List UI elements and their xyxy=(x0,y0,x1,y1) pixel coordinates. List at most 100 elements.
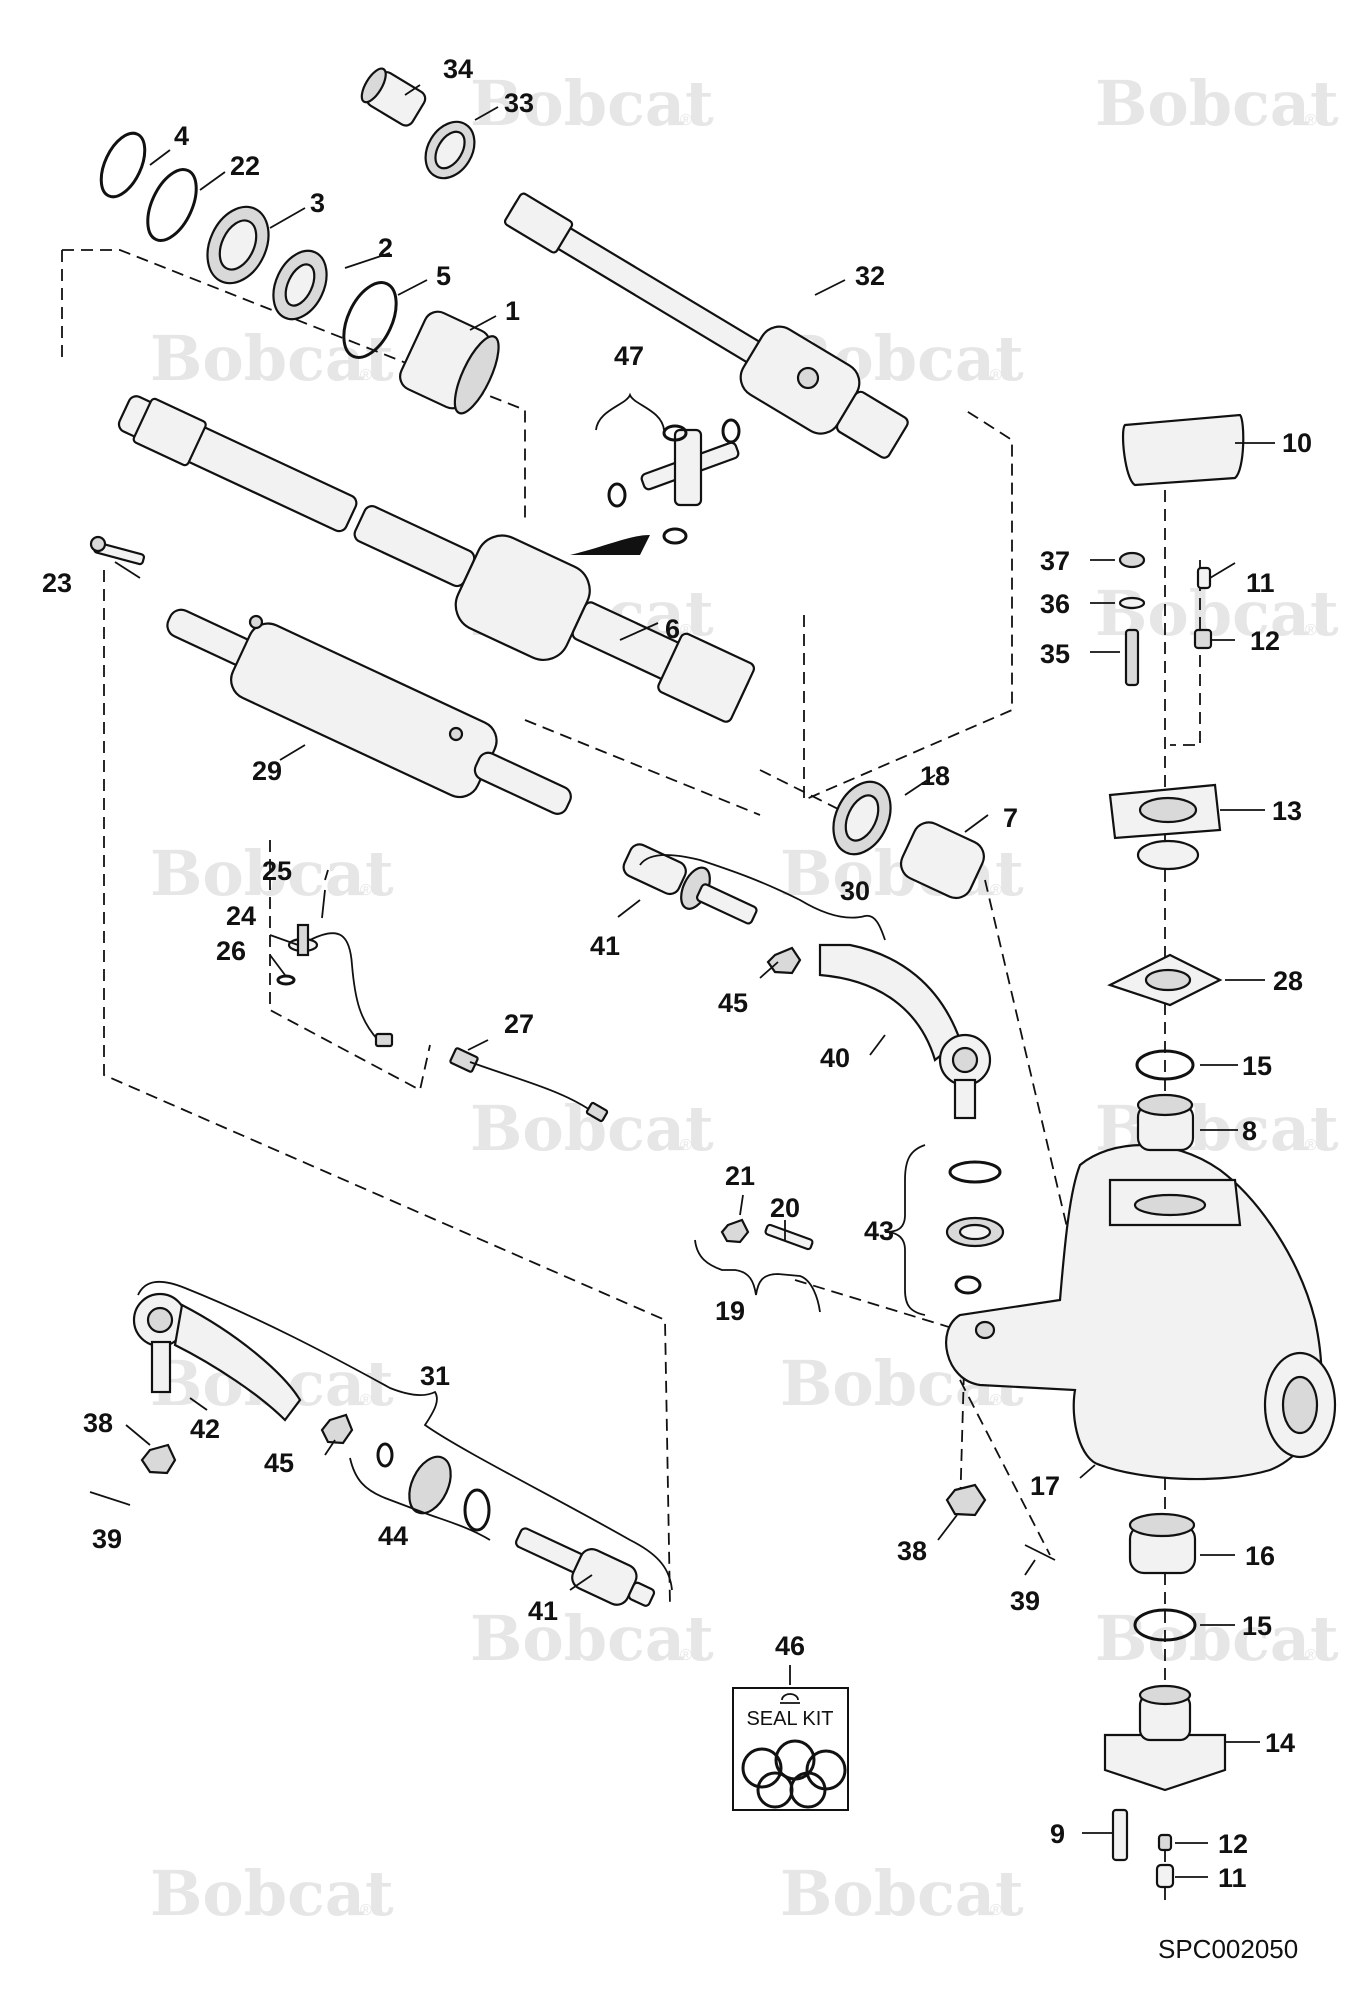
callout-41: 41 xyxy=(590,931,620,961)
callout-33: 33 xyxy=(504,88,534,118)
upper-axle-shaft xyxy=(360,67,909,459)
watermarks: Bobcat® Bobcat® Bobcat® Bobcat® Bobcat® … xyxy=(150,67,1339,1930)
kingpin-stack xyxy=(945,413,1245,1889)
callout-40: 40 xyxy=(820,1043,850,1073)
callout-15: 15 xyxy=(1242,1611,1272,1641)
callout-47: 47 xyxy=(614,341,644,371)
svg-text:®: ® xyxy=(360,367,372,384)
callout-2: 2 xyxy=(378,233,393,263)
callout-35: 35 xyxy=(1040,639,1070,669)
seal-kit-card: SEAL KIT xyxy=(732,1687,849,1811)
callout-9: 9 xyxy=(1050,1819,1065,1849)
callout-29: 29 xyxy=(252,756,282,786)
callout-30: 30 xyxy=(840,876,870,906)
callout-25: 25 xyxy=(262,856,292,886)
svg-text:®: ® xyxy=(1305,1647,1317,1664)
assembly-lines xyxy=(61,249,1201,1900)
callout-41: 41 xyxy=(528,1596,558,1626)
watermark: Bobcat® xyxy=(470,67,714,140)
svg-text:®: ® xyxy=(1305,112,1317,129)
callout-7: 7 xyxy=(1003,803,1018,833)
svg-text:®: ® xyxy=(990,882,1002,899)
callout-38: 38 xyxy=(897,1536,927,1566)
svg-text:Bobcat: Bobcat xyxy=(1095,1602,1339,1675)
callout-12: 12 xyxy=(1250,626,1280,656)
callout-43: 43 xyxy=(864,1216,894,1246)
callout-39: 39 xyxy=(1010,1586,1040,1616)
callout-28: 28 xyxy=(1273,966,1303,996)
seal-kit-label: SEAL KIT xyxy=(746,1708,833,1730)
svg-text:Bobcat: Bobcat xyxy=(1095,67,1339,140)
svg-text:®: ® xyxy=(360,1902,372,1919)
sensor-harness xyxy=(276,889,609,1123)
svg-text:®: ® xyxy=(990,1392,1002,1409)
callout-23: 23 xyxy=(42,568,72,598)
watermark: Bobcat® xyxy=(1095,67,1339,140)
watermark: Bobcat® xyxy=(780,837,1024,910)
bearing xyxy=(832,780,892,856)
axle-shaft xyxy=(117,395,756,723)
svg-text:Bobcat: Bobcat xyxy=(780,837,1024,910)
callout-45: 45 xyxy=(264,1448,294,1478)
callout-1: 1 xyxy=(505,296,520,326)
svg-text:®: ® xyxy=(680,1137,692,1154)
watermark: Bobcat® xyxy=(150,837,394,910)
callout-11: 11 xyxy=(1218,1863,1247,1893)
callout-37: 37 xyxy=(1040,546,1070,576)
svg-text:®: ® xyxy=(990,1902,1002,1919)
callout-17: 17 xyxy=(1030,1471,1060,1501)
steering-knuckle xyxy=(945,1144,1337,1481)
left-shaft-parts xyxy=(99,131,500,415)
universal-joint-cross xyxy=(595,392,741,545)
callout-39: 39 xyxy=(92,1524,122,1554)
svg-text:®: ® xyxy=(1305,1137,1317,1154)
callout-42: 42 xyxy=(190,1414,220,1444)
svg-text:®: ® xyxy=(360,882,372,899)
watermark: Bobcat® xyxy=(780,1857,1024,1930)
callout-32: 32 xyxy=(855,261,885,291)
watermark: Bobcat® xyxy=(470,1602,714,1675)
callout-3: 3 xyxy=(310,188,325,218)
callout-numbers: 34 33 4 22 3 2 5 1 32 47 10 37 11 36 12 … xyxy=(42,54,1312,1893)
svg-text:®: ® xyxy=(1305,622,1317,639)
svg-text:Bobcat: Bobcat xyxy=(470,1602,714,1675)
callout-27: 27 xyxy=(504,1009,534,1039)
callout-12: 12 xyxy=(1218,1829,1248,1859)
callout-14: 14 xyxy=(1265,1728,1295,1758)
svg-text:®: ® xyxy=(680,112,692,129)
lower-tie-rod xyxy=(89,1292,656,1607)
bolt xyxy=(89,535,146,566)
callout-15: 15 xyxy=(1242,1051,1272,1081)
callout-20: 20 xyxy=(770,1193,800,1223)
callout-45: 45 xyxy=(718,988,748,1018)
leader-lines xyxy=(114,84,1275,1878)
svg-text:Bobcat: Bobcat xyxy=(150,1857,394,1930)
steering-cylinder xyxy=(166,608,572,815)
callout-13: 13 xyxy=(1272,796,1302,826)
callout-18: 18 xyxy=(920,761,950,791)
callout-8: 8 xyxy=(1242,1116,1257,1146)
svg-text:®: ® xyxy=(990,367,1002,384)
callout-22: 22 xyxy=(230,151,260,181)
watermark: Bobcat® xyxy=(1095,1602,1339,1675)
svg-text:®: ® xyxy=(360,1392,372,1409)
callout-11: 11 xyxy=(1246,568,1275,598)
callout-24: 24 xyxy=(226,901,256,931)
diagram-code: SPC002050 xyxy=(1158,1934,1298,1964)
svg-text:®: ® xyxy=(680,1647,692,1664)
grease-fitting xyxy=(720,1218,814,1251)
callout-36: 36 xyxy=(1040,589,1070,619)
brackets xyxy=(137,854,926,1591)
svg-text:Bobcat: Bobcat xyxy=(150,322,394,395)
callout-10: 10 xyxy=(1282,428,1312,458)
watermark: Bobcat® xyxy=(150,1857,394,1930)
svg-text:Bobcat: Bobcat xyxy=(780,1857,1024,1930)
callout-6: 6 xyxy=(665,614,680,644)
callout-26: 26 xyxy=(216,936,246,966)
callout-34: 34 xyxy=(443,54,473,84)
watermark: Bobcat® xyxy=(150,322,394,395)
callout-44: 44 xyxy=(378,1521,408,1551)
bushing xyxy=(899,821,985,900)
callout-21: 21 xyxy=(725,1161,755,1191)
